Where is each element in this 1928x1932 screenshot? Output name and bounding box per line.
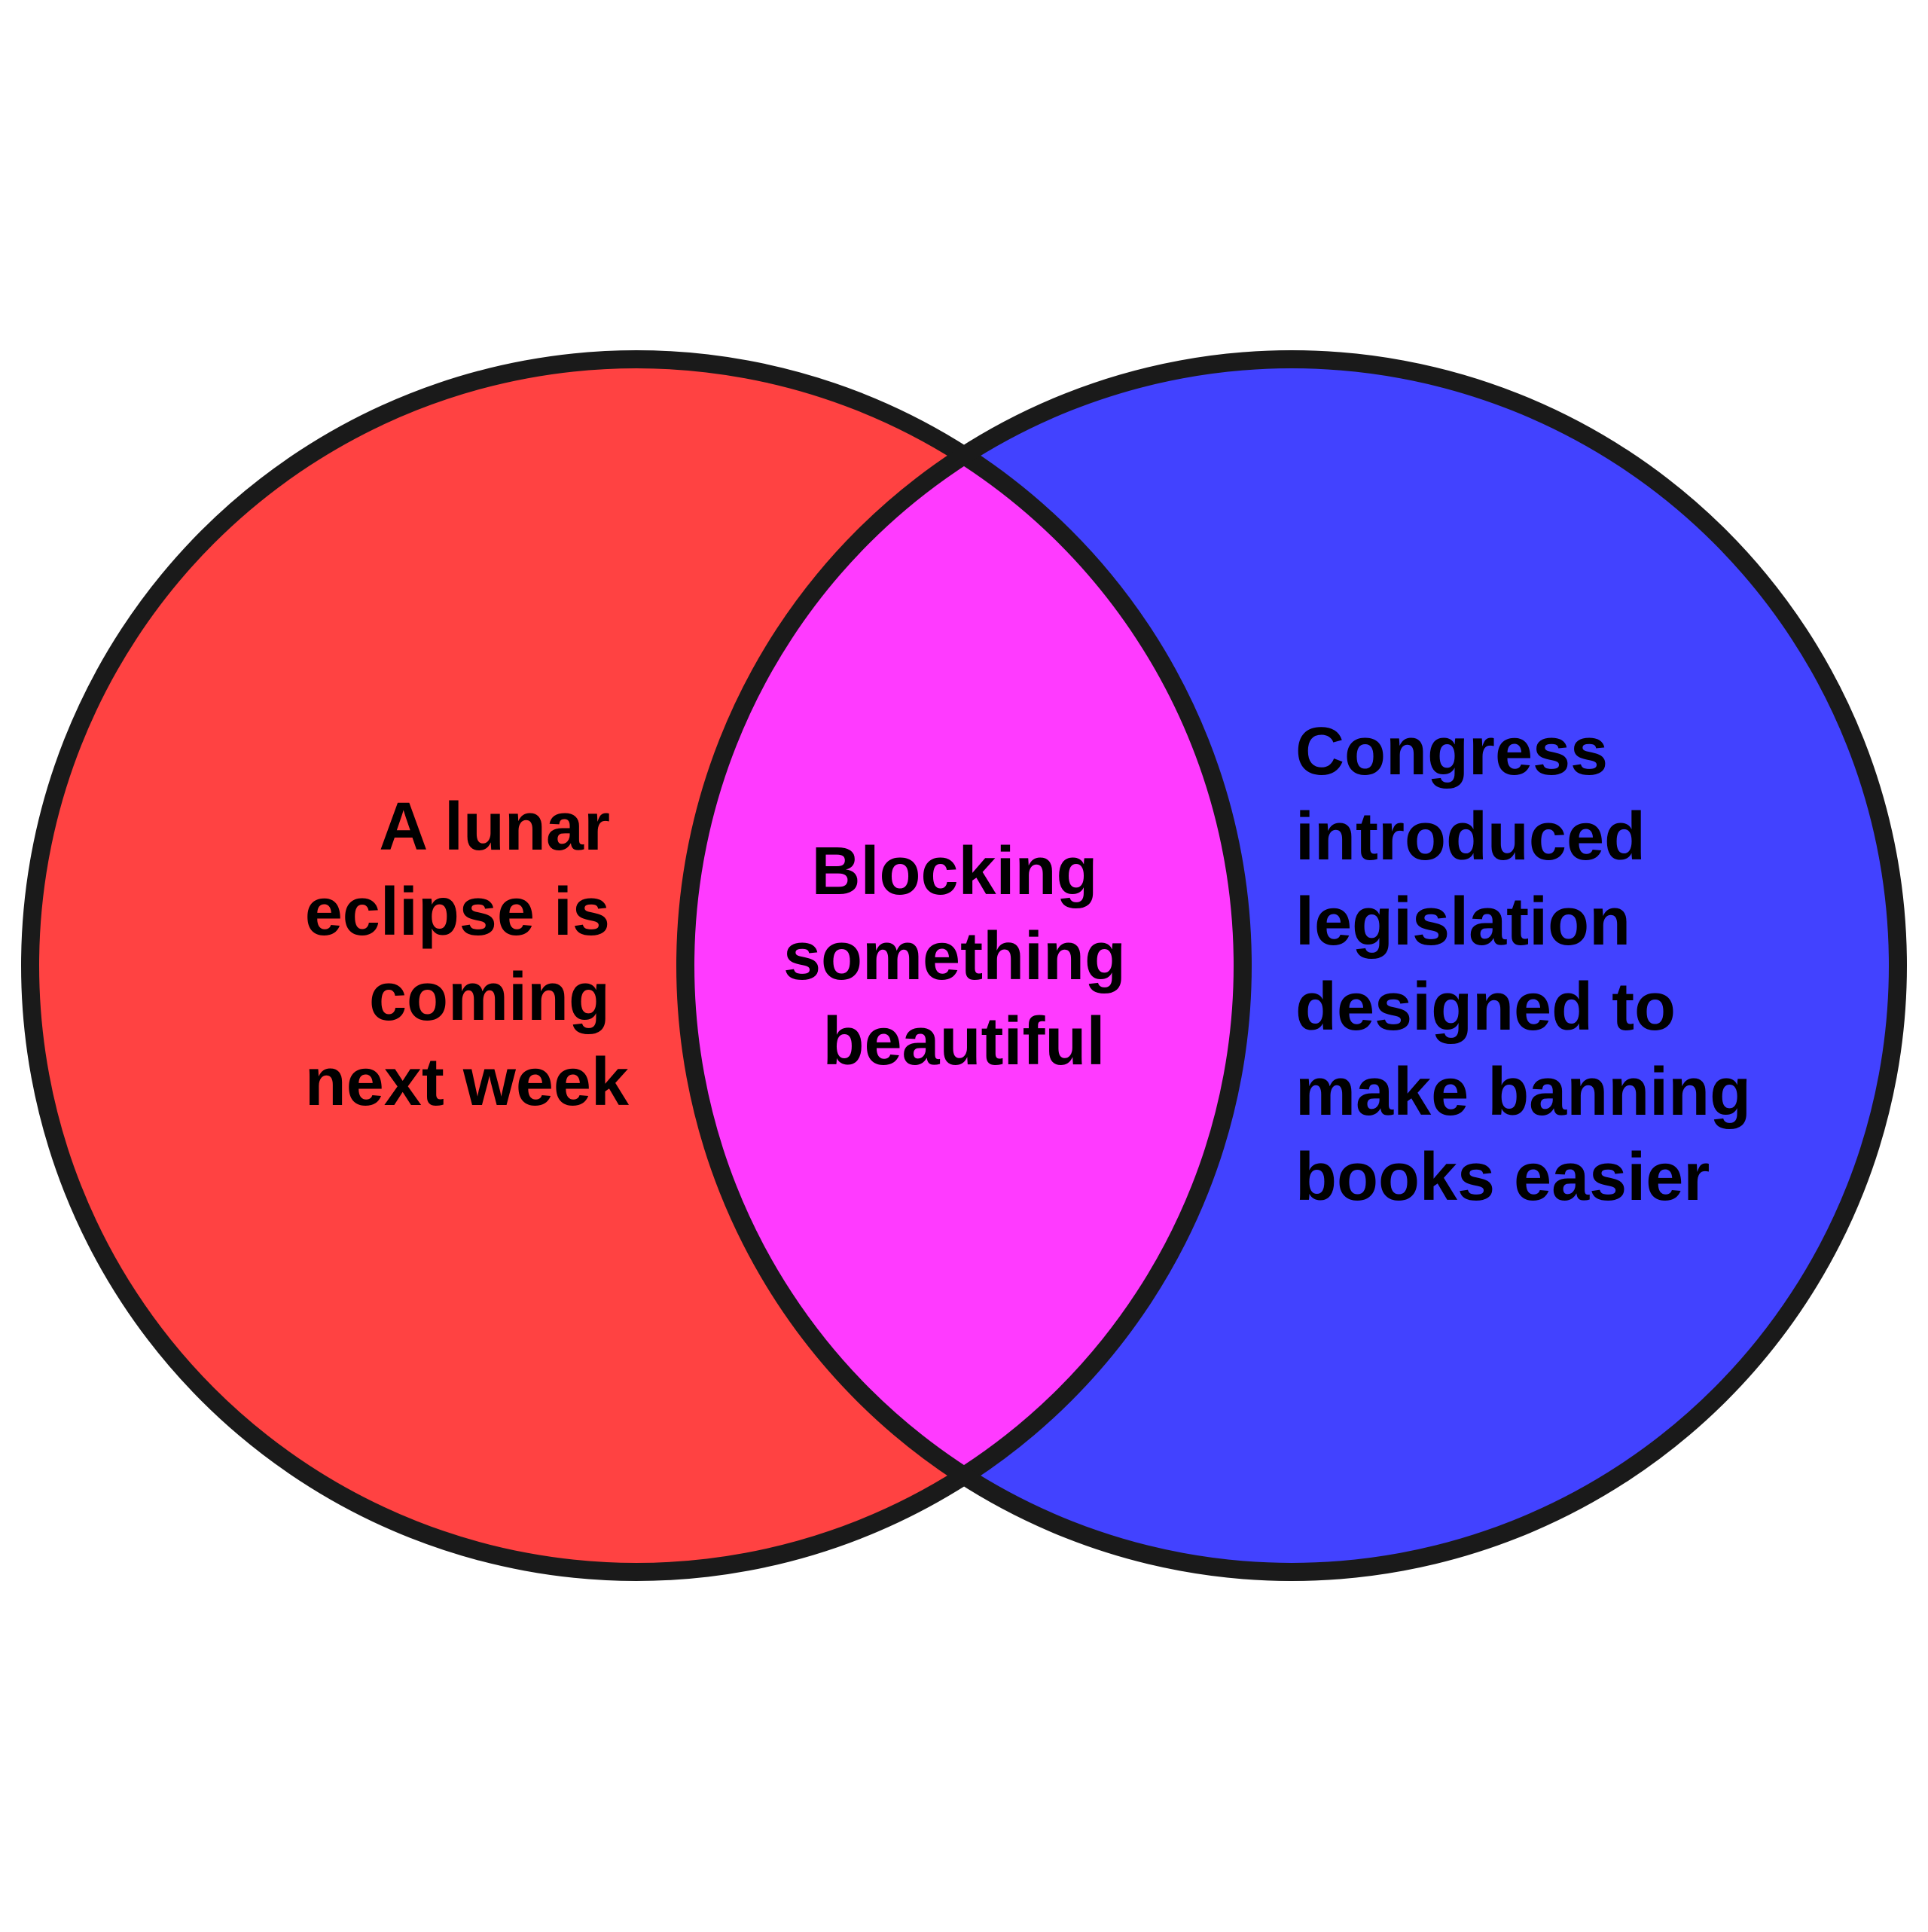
left-label-line: eclipse is [305, 874, 610, 950]
right-label-line: Congress [1295, 714, 1608, 789]
center-label-line: Blocking [811, 834, 1097, 909]
right-label-line: introduced [1295, 799, 1646, 874]
right-circle-outline [676, 350, 1907, 1581]
right-label-line: make banning [1295, 1055, 1751, 1130]
left-label: A lunar eclipse is coming next week [305, 789, 630, 1120]
right-label-line: designed to [1295, 969, 1676, 1045]
center-label-line: beautiful [823, 1004, 1106, 1079]
left-label-line: A lunar [379, 789, 610, 865]
right-label: Congress introduced legislation designed… [1295, 714, 1770, 1215]
left-circle-outline [21, 350, 1252, 1581]
right-label-line: books easier [1295, 1140, 1710, 1215]
overlap-region [685, 359, 1243, 1572]
left-label-line: next week [305, 1045, 630, 1120]
right-label-line: legislation [1295, 884, 1631, 960]
center-label: Blocking something beautiful [783, 834, 1145, 1079]
left-label-line: coming [369, 960, 610, 1035]
center-label-line: something [783, 919, 1126, 994]
